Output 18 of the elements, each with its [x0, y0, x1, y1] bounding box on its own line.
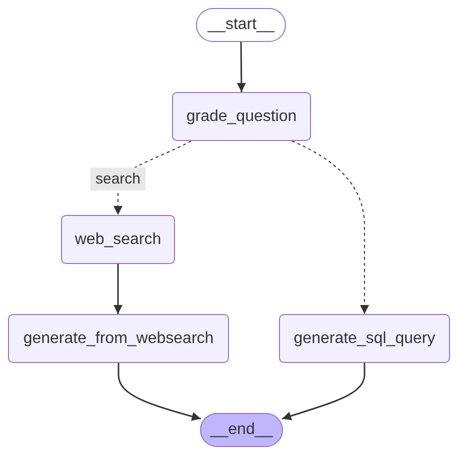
node-label: __end__ — [210, 420, 273, 440]
process-box — [61, 215, 175, 264]
arrow — [118, 363, 202, 421]
edge-label: search — [90, 167, 146, 190]
dashed-arrow — [291, 140, 369, 314]
start-terminal — [196, 8, 286, 42]
process-box — [279, 314, 450, 363]
process-box — [8, 314, 229, 363]
node-label: web_search — [74, 230, 162, 250]
end-terminal — [200, 413, 283, 447]
arrow — [236, 42, 246, 92]
arrow — [114, 264, 122, 314]
process-box — [172, 92, 311, 141]
node-label: __start__ — [208, 15, 274, 35]
arrow — [282, 363, 366, 420]
node-label: generate_sql_query — [294, 328, 436, 348]
node-label: generate_from_websearch — [23, 328, 214, 348]
node-label: grade_question — [186, 106, 297, 126]
